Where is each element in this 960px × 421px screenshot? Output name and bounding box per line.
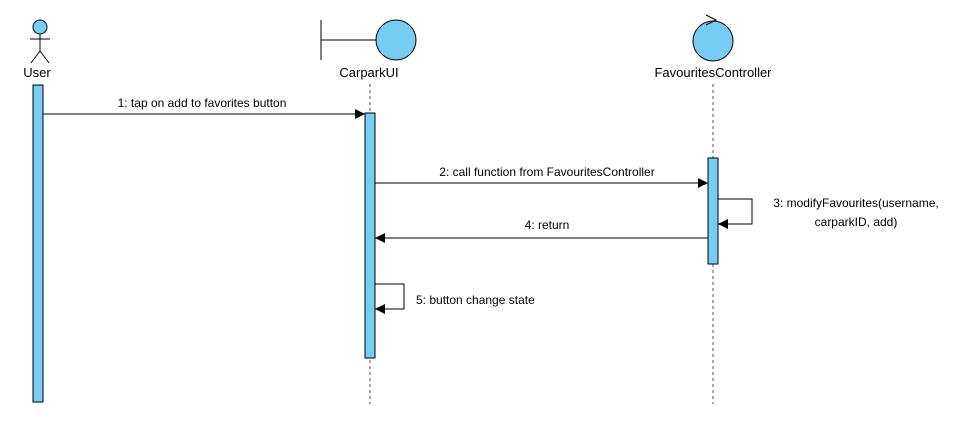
actor-icon: [30, 19, 50, 64]
message-1-label: 1: tap on add to favorites button: [118, 96, 287, 110]
participant-label-user: User: [23, 65, 51, 80]
participant-label-carparkui: CarparkUI: [339, 65, 398, 80]
message-4-label: 4: return: [525, 218, 570, 232]
control-icon: [692, 14, 734, 62]
message-5-arrow: [375, 283, 405, 314]
activation-bar-favouritescontroller: [707, 157, 719, 265]
activation-bar-carparkui: [364, 112, 376, 359]
participant-label-favouritescontroller: FavouritesController: [654, 65, 772, 80]
message-5-label: 5: button change state: [416, 293, 535, 307]
message-2-label: 2: call function from FavouritesControll…: [439, 165, 654, 179]
message-3-label-line2: carparkID, add): [815, 215, 898, 229]
message-3-arrow: [718, 198, 753, 229]
boundary-icon: [320, 19, 417, 61]
message-3-label-line1: 3: modifyFavourites(username,: [773, 196, 938, 210]
activation-bar-user: [32, 84, 44, 403]
